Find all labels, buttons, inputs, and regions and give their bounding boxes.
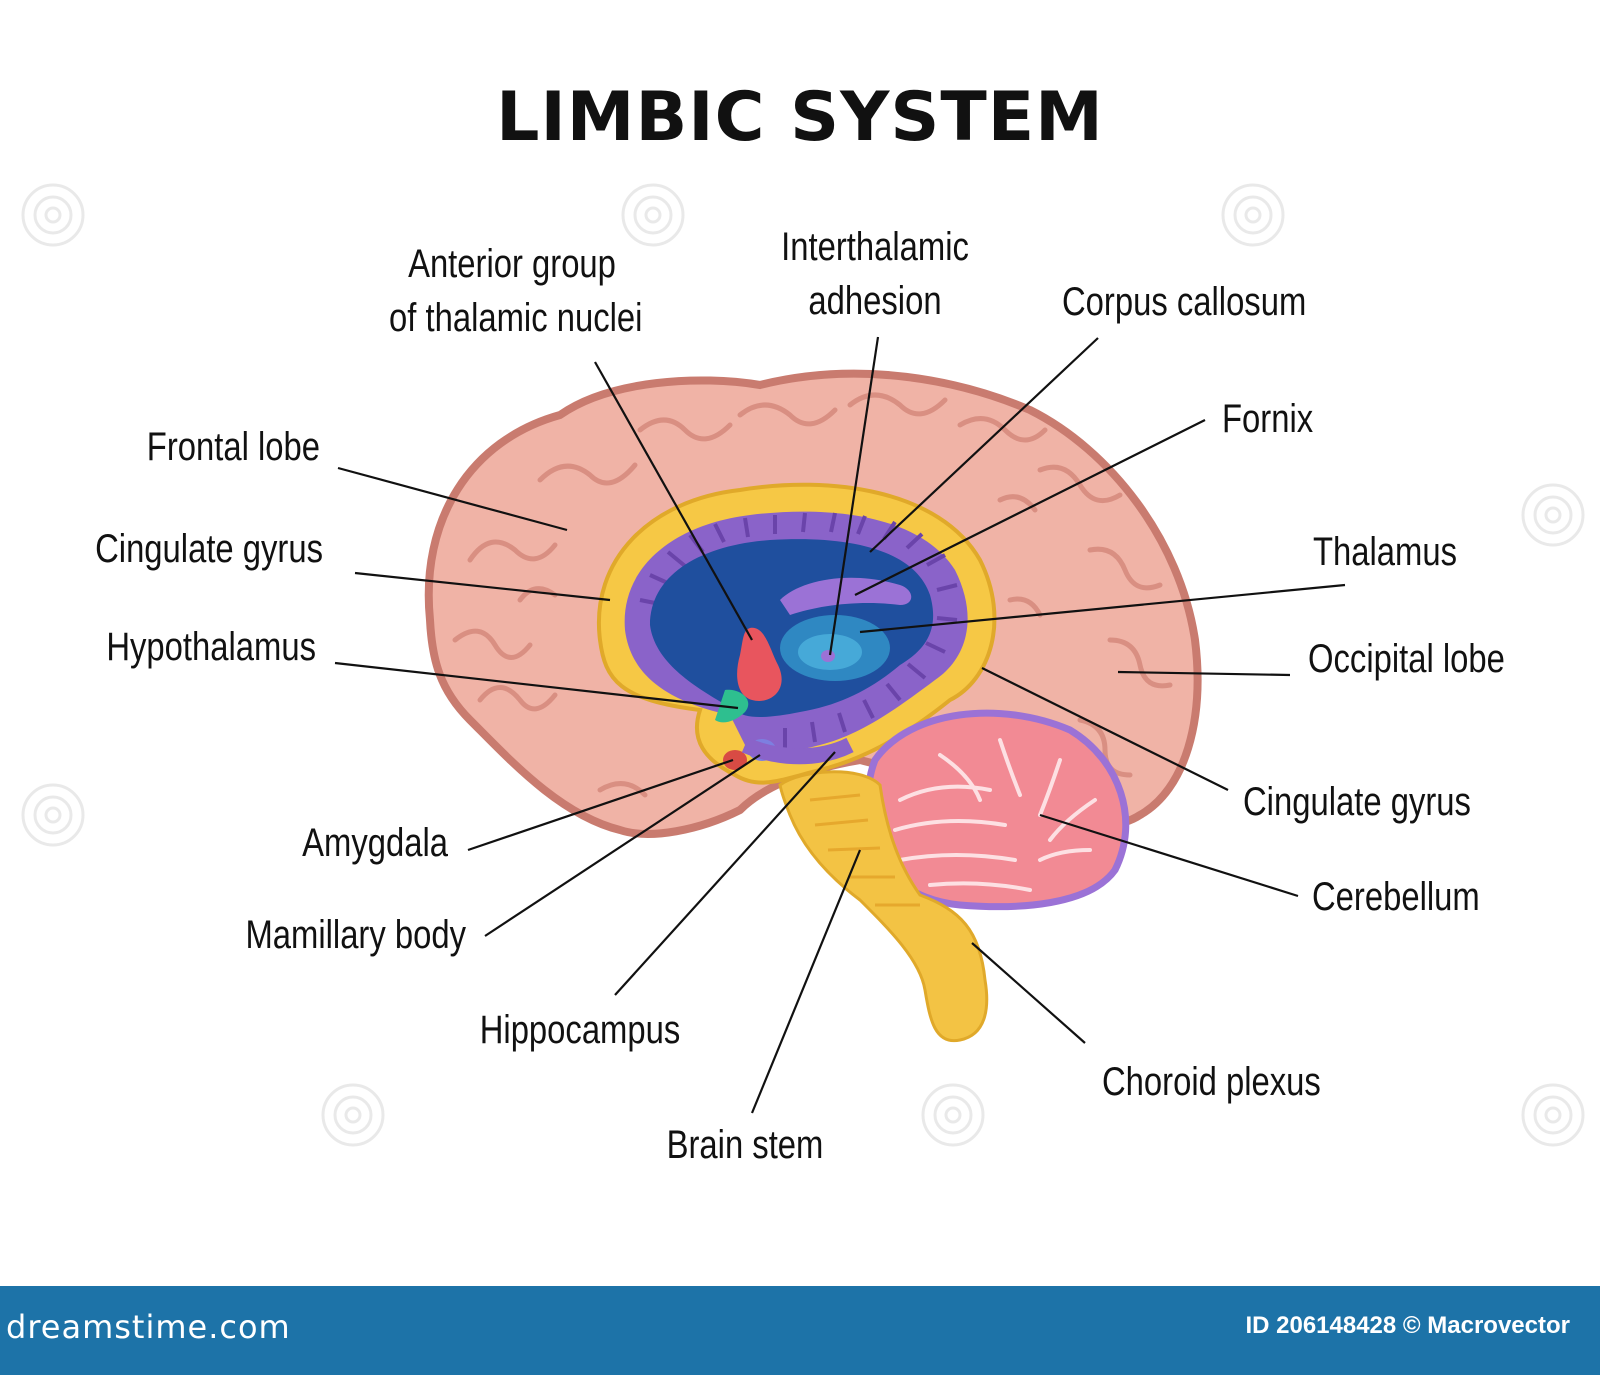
line-fornix (854, 419, 1206, 596)
label-anterior-group: Anterior group of thalamic nuclei (389, 237, 643, 345)
line-hypothalamus (334, 661, 739, 710)
label-fornix: Fornix (1222, 397, 1314, 441)
hippocampus-shape (741, 737, 854, 765)
line-cingulate-right (981, 667, 1229, 791)
label-mamillary-body: Mamillary body (245, 913, 466, 957)
line-brain-stem (750, 849, 862, 1114)
watermark-icon (1521, 1083, 1585, 1147)
line-interthalamic (828, 336, 880, 656)
watermark-icon (321, 1083, 385, 1147)
label-line: Anterior group (408, 242, 616, 286)
label-hypothalamus: Hypothalamus (106, 625, 317, 669)
label-occipital-lobe: Occipital lobe (1308, 637, 1505, 681)
label-line: Interthalamic (781, 225, 969, 269)
cingulate-stripes (639, 512, 958, 748)
leader-lines (334, 336, 1346, 1114)
watermark-icon (1221, 183, 1285, 247)
brain-illustration (334, 336, 1346, 1114)
fornix-shape (780, 577, 912, 615)
label-cingulate-gyrus-right: Cingulate gyrus (1243, 780, 1471, 824)
label-corpus-callosum: Corpus callosum (1062, 280, 1307, 324)
watermark-icon (921, 1083, 985, 1147)
watermark-icon (1521, 483, 1585, 547)
line-anterior-group (594, 361, 753, 641)
line-amygdala (467, 758, 734, 852)
line-hippocampus (614, 751, 836, 996)
label-brain-stem: Brain stem (666, 1123, 824, 1167)
label-cerebellum: Cerebellum (1312, 875, 1480, 919)
label-hippocampus: Hippocampus (479, 1008, 681, 1052)
line-cerebellum (1039, 813, 1299, 898)
line-mamillary (484, 754, 761, 937)
label-line: of thalamic nuclei (389, 296, 643, 340)
cerebellum-arbor (893, 738, 1097, 892)
line-cingulate-left (354, 571, 611, 602)
label-frontal-lobe: Frontal lobe (146, 425, 320, 469)
brain-stem-texture (809, 793, 920, 907)
label-choroid-plexus: Choroid plexus (1102, 1060, 1321, 1104)
watermark-icon (21, 183, 85, 247)
anterior-nucleus-shape (737, 627, 782, 701)
footer-bar: dreamstime.com ID 206148428 © Macrovecto… (0, 1286, 1600, 1375)
line-corpus-callosum (869, 337, 1099, 553)
brand-logo[interactable]: dreamstime.com (6, 1308, 291, 1346)
image-credit: ID 206148428 © Macrovector (1245, 1312, 1570, 1339)
line-frontal-lobe (337, 466, 568, 532)
line-choroid-plexus (971, 942, 1086, 1044)
label-amygdala: Amygdala (302, 821, 448, 865)
watermark-icon (621, 183, 685, 247)
label-line: adhesion (808, 279, 942, 323)
line-thalamus (859, 583, 1346, 634)
page-title: LIMBIC SYSTEM (496, 78, 1104, 157)
line-occipital (1117, 670, 1291, 677)
watermark-icon (21, 783, 85, 847)
label-interthalamic-adhesion: Interthalamic adhesion (777, 220, 974, 328)
label-thalamus: Thalamus (1313, 530, 1458, 574)
amygdala-shape (723, 750, 747, 770)
interthalamic-adhesion-shape (821, 650, 835, 662)
label-cingulate-gyrus-left: Cingulate gyrus (95, 527, 323, 571)
hypothalamus-shape (715, 689, 749, 723)
